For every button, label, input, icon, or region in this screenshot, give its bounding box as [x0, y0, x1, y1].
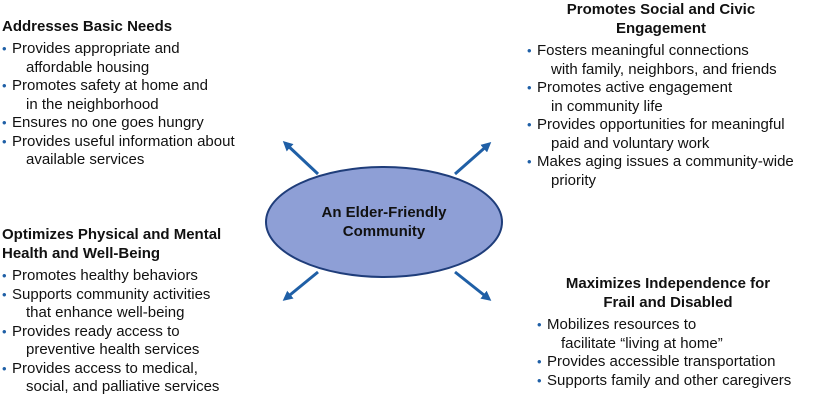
list-item: •Provides accessible transportation — [537, 353, 776, 370]
bullet-icon: • — [527, 117, 532, 132]
center-label: An Elder-Friendly Community — [268, 203, 500, 241]
bullet-icon: • — [537, 317, 542, 332]
arrow-bottom-right — [454, 270, 492, 301]
bullet-icon: • — [537, 372, 542, 388]
arrow-top-right — [454, 142, 492, 176]
arrow-top-left — [282, 140, 320, 176]
quadrant-health-wellbeing: Optimizes Physical and Mental Health and… — [2, 225, 272, 397]
bullet-icon: • — [2, 41, 7, 56]
bullet-icon: • — [527, 154, 532, 169]
bullet-icon: • — [537, 354, 542, 369]
quadrant-independence: Maximizes Independence for Frail and Dis… — [537, 274, 829, 390]
quadrant-social-engagement: Promotes Social and Civic Engagement •Fo… — [527, 0, 827, 190]
list-item: •Ensures no one goes hungry — [2, 114, 204, 131]
bullet-icon: • — [2, 323, 7, 339]
bullet-icon: • — [2, 360, 7, 376]
quadrant-title: Addresses Basic Needs — [2, 18, 173, 35]
center-label-line1: An Elder-Friendly — [321, 204, 447, 221]
bullet-icon: • — [2, 286, 7, 302]
arrow-bottom-left — [282, 270, 319, 301]
list-item: •Supports family and other caregivers — [537, 371, 792, 389]
bullet-icon: • — [2, 268, 7, 283]
bullet-icon: • — [2, 115, 7, 130]
center-label-line2: Community — [342, 223, 426, 240]
center-ellipse — [265, 166, 503, 278]
list-item: •Provides access to medical,social, and … — [2, 359, 220, 396]
bullet-list: •Promotes healthy behaviors •Supports co… — [2, 267, 272, 397]
bullet-icon: • — [2, 78, 7, 93]
list-item: •Promotes healthy behaviors — [2, 267, 198, 284]
quadrant-title: Promotes Social and Civic Engagement — [566, 1, 756, 37]
bullet-icon: • — [2, 133, 7, 149]
quadrant-basic-needs: Addresses Basic Needs •Provides appropri… — [2, 17, 272, 170]
bullet-icon: • — [527, 80, 532, 95]
bullet-icon: • — [527, 43, 532, 58]
quadrant-title: Optimizes Physical and Mental Health and… — [2, 226, 222, 262]
quadrant-title: Maximizes Independence for Frail and Dis… — [565, 275, 771, 311]
